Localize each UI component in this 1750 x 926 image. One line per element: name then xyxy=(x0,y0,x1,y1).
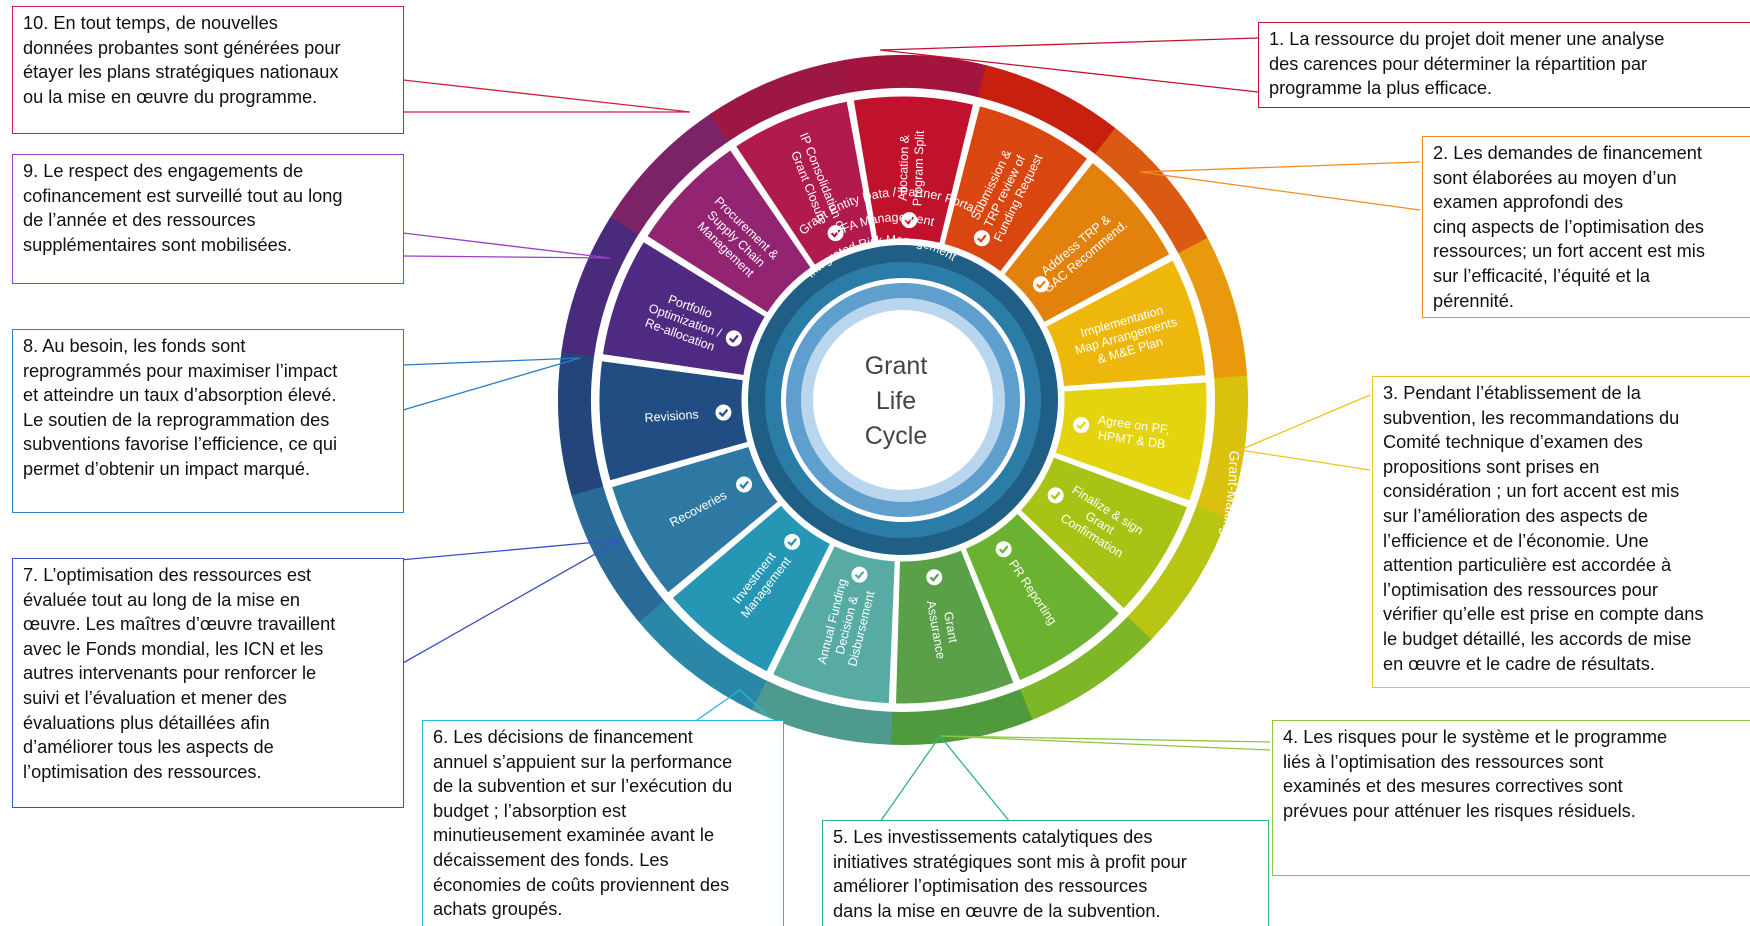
check-icon xyxy=(995,541,1012,558)
outer-band-arc xyxy=(1127,506,1228,640)
note-6: 6. Les décisions de financement annuel s… xyxy=(422,720,784,926)
note-7: 7. L’optimisation des ressources est éva… xyxy=(12,558,404,808)
note-9: 9. Le respect des engagements de cofinan… xyxy=(12,154,404,284)
note-10: 10. En tout temps, de nouvelles données … xyxy=(12,6,404,134)
check-icon xyxy=(784,533,801,550)
segment-label-line: Allocation & xyxy=(895,134,911,201)
note-3: 3. Pendant l’établissement de la subvent… xyxy=(1372,376,1750,688)
outer-band-arc xyxy=(558,351,604,496)
outer-band-arc xyxy=(1019,616,1152,720)
note-5: 5. Les investissements catalytiques des … xyxy=(822,820,1269,926)
segment-wedge xyxy=(850,93,977,247)
center-title-line-3: Cycle xyxy=(865,422,928,450)
note-4: 4. Les risques pour le système et le pro… xyxy=(1272,720,1750,876)
note-1: 1. La ressource du projet doit mener une… xyxy=(1258,22,1750,108)
segment-wedge xyxy=(599,238,769,379)
outer-band-arc xyxy=(890,689,1033,745)
outer-band-arc xyxy=(638,600,767,711)
center-title-line-1: Grant xyxy=(865,352,928,380)
center-title-line-2: Life xyxy=(876,387,916,415)
check-icon xyxy=(973,230,990,247)
check-icon xyxy=(736,476,753,493)
check-icon xyxy=(725,330,742,347)
outer-band-arc xyxy=(561,216,639,357)
outer-band-arc xyxy=(709,60,850,142)
outer-band-arc xyxy=(842,55,987,98)
check-icon xyxy=(851,566,868,583)
outer-phase-band xyxy=(558,55,1248,745)
check-icon xyxy=(926,569,943,586)
segment-wedge xyxy=(732,98,876,269)
check-icon xyxy=(827,225,844,242)
segment-wedge xyxy=(1051,379,1210,505)
segment-label-line: Revisions xyxy=(644,407,699,425)
segment-label: Revisions xyxy=(644,407,699,425)
note-8: 8. Au besoin, les fonds sont reprogrammé… xyxy=(12,329,404,513)
outer-band-arc xyxy=(1196,375,1248,519)
outer-band-arc xyxy=(1178,237,1248,379)
outer-band-arc xyxy=(751,680,893,745)
segment-wedge xyxy=(769,542,898,707)
check-icon xyxy=(1032,276,1049,293)
segment-label-line: Program Split xyxy=(910,130,927,207)
check-icon xyxy=(901,212,918,229)
segment-wedge xyxy=(892,546,1018,707)
segment-wedge xyxy=(596,357,751,484)
check-icon xyxy=(715,404,732,421)
ring-grant-entity-data xyxy=(748,245,1058,555)
phase-label-closures: Closures xyxy=(800,29,857,51)
segment-wedge xyxy=(643,146,815,317)
check-icon xyxy=(1047,487,1064,504)
outer-band-arc xyxy=(610,113,729,235)
segment-label-line: Grant xyxy=(941,611,960,645)
center-title: Grant Life Cycle xyxy=(865,352,928,450)
segment-wedge xyxy=(1042,256,1209,390)
segment-label: Allocation &Program Split xyxy=(895,130,927,207)
note-2: 2. Les demandes de financement sont élab… xyxy=(1422,136,1750,318)
check-icon xyxy=(1073,417,1090,434)
